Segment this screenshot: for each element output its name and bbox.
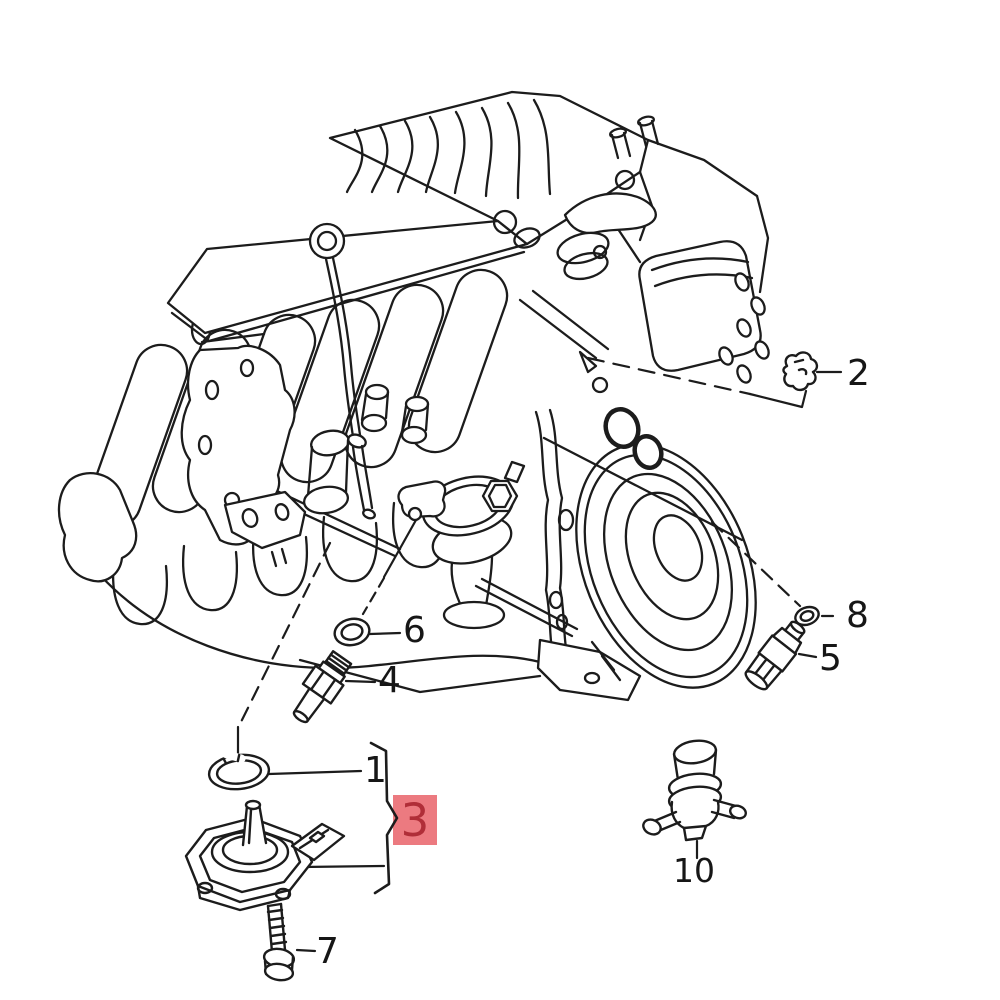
distributor — [638, 240, 770, 384]
callout-4: 4 — [378, 660, 401, 701]
crankshaft-pulley — [542, 436, 757, 689]
callout-3: 3 — [400, 793, 430, 847]
highlight-box-3 — [393, 795, 437, 845]
o-ring-part-1 — [207, 748, 271, 791]
injector-pair — [360, 383, 430, 445]
dipstick — [308, 222, 376, 520]
egr-valve — [397, 460, 526, 630]
brace-item-3 — [369, 741, 399, 895]
timing-cover-edge — [534, 350, 642, 702]
callout-7: 7 — [316, 931, 339, 972]
block-o-rings — [603, 407, 664, 470]
sensor-part-5 — [744, 620, 806, 691]
callout-2: 2 — [847, 353, 870, 394]
callout-5: 5 — [819, 638, 842, 679]
callout-6: 6 — [403, 610, 426, 651]
callout-10: 10 — [673, 851, 715, 890]
cylinder-head-right — [518, 115, 770, 360]
valve-part-10 — [642, 739, 747, 842]
grommet-part-2 — [782, 351, 819, 392]
o-ring-part-8 — [794, 605, 820, 627]
intake-manifold-cover — [166, 90, 650, 343]
coolant-flange — [302, 429, 350, 515]
bolt-part-7 — [262, 902, 296, 982]
engine-mount-bracket — [180, 310, 307, 568]
leader-lines — [236, 356, 843, 953]
oil-pressure-sensor-part-4 — [292, 650, 353, 724]
callout-8: 8 — [846, 595, 869, 636]
callout-1: 1 — [364, 750, 387, 791]
o-ring-part-6 — [333, 617, 371, 647]
oil-level-sensor-part-3 — [184, 799, 346, 912]
